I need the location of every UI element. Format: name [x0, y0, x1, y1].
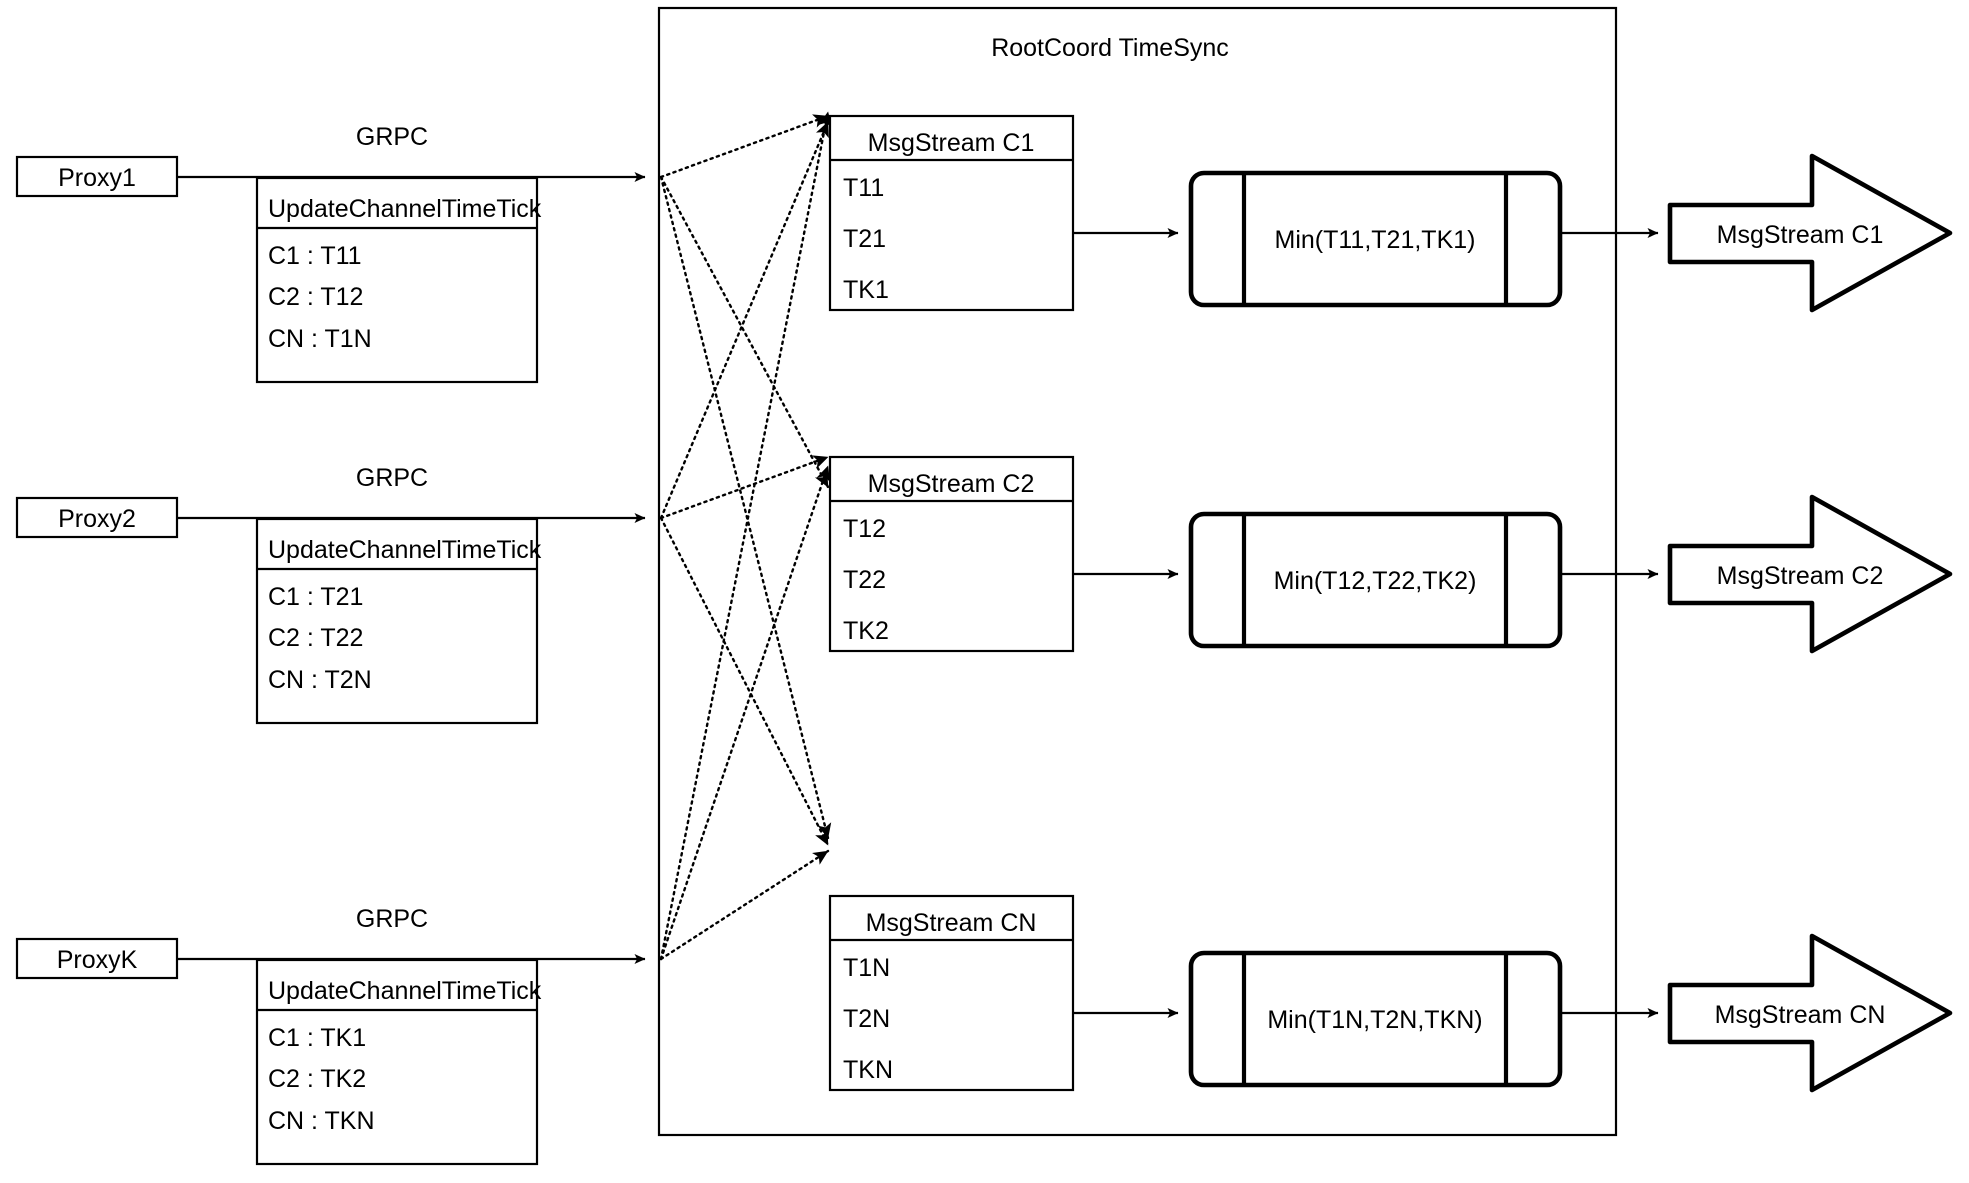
- fan-line-pk-cn: [659, 849, 830, 961]
- proxy-row-2: Proxy2 GRPC UpdateChannelTimeTick C1 : T…: [15, 464, 646, 725]
- msgstream-row-2-2: TK2: [843, 617, 889, 645]
- fan-line-pk-c2: [659, 464, 830, 961]
- msgstream-row-2-0: T12: [843, 515, 886, 543]
- msgstream-row-2-1: T22: [843, 566, 886, 594]
- msgstream-row-3-2: TKN: [843, 1056, 893, 1084]
- output-label-3: MsgStream CN: [1715, 1001, 1886, 1029]
- msgstream-row-1-1: T21: [843, 225, 886, 253]
- msgstream-row-1-0: T11: [843, 174, 884, 202]
- uctt-header-3: UpdateChannelTimeTick: [268, 977, 542, 1005]
- output-label-1: MsgStream C1: [1717, 221, 1884, 249]
- min-process-label-3: Min(T1N,T2N,TKN): [1267, 1006, 1482, 1034]
- msgstream-card-3: MsgStream CN T1N T2N TKN: [828, 894, 1075, 1092]
- proxy-label-1: Proxy1: [58, 164, 136, 192]
- update-channel-timetick-card-2: UpdateChannelTimeTick C1 : T21 C2 : T22 …: [255, 517, 542, 725]
- proxy-row-3: ProxyK GRPC UpdateChannelTimeTick C1 : T…: [15, 905, 646, 1166]
- min-process-label-2: Min(T12,T22,TK2): [1274, 567, 1477, 595]
- uctt-header-2: UpdateChannelTimeTick: [268, 536, 542, 564]
- channel-row-3: MsgStream CN T1N T2N TKN Min(T1N,T2N,TKN…: [828, 894, 1953, 1093]
- min-process-label-1: Min(T11,T21,TK1): [1275, 226, 1476, 254]
- fan-line-p1-cn: [659, 175, 832, 840]
- output-arrow-3: MsgStream CN: [1667, 933, 1953, 1093]
- fan-line-p2-c1: [659, 120, 830, 520]
- grpc-label-3: GRPC: [356, 905, 428, 933]
- grpc-label-1: GRPC: [356, 123, 428, 151]
- uctt-row-1-1: C2 : T12: [268, 283, 363, 311]
- msgstream-row-3-1: T2N: [843, 1005, 890, 1033]
- proxy-row-1: Proxy1 GRPC UpdateChannelTimeTick C1 : T…: [15, 123, 646, 384]
- grpc-label-2: GRPC: [356, 464, 428, 492]
- msgstream-card-2: MsgStream C2 T12 T22 TK2: [828, 455, 1075, 653]
- fan-line-p1-c2: [659, 175, 830, 489]
- uctt-row-2-0: C1 : T21: [268, 583, 363, 611]
- min-process-box-1: Min(T11,T21,TK1): [1188, 170, 1563, 308]
- uctt-row-3-0: C1 : TK1: [268, 1024, 366, 1052]
- channel-row-2: MsgStream C2 T12 T22 TK2 Min(T12,T22,TK2…: [828, 455, 1953, 654]
- fan-line-pk-c1: [659, 110, 833, 961]
- fan-line-p1-c1: [659, 114, 830, 179]
- update-channel-timetick-card-1: UpdateChannelTimeTick C1 : T11 C2 : T12 …: [255, 176, 542, 384]
- uctt-row-1-2: CN : T1N: [268, 325, 372, 353]
- msgstream-header-2: MsgStream C2: [868, 470, 1035, 498]
- timetick-fanout-connections: [659, 110, 833, 961]
- proxy-label-2: Proxy2: [58, 505, 136, 533]
- msgstream-row-1-2: TK1: [843, 276, 889, 304]
- update-channel-timetick-card-3: UpdateChannelTimeTick C1 : TK1 C2 : TK2 …: [255, 958, 542, 1166]
- uctt-row-2-1: C2 : T22: [268, 624, 363, 652]
- msgstream-header-1: MsgStream C1: [868, 129, 1035, 157]
- output-arrow-1: MsgStream C1: [1667, 153, 1953, 313]
- msgstream-header-3: MsgStream CN: [866, 909, 1037, 937]
- msgstream-row-3-0: T1N: [843, 954, 890, 982]
- channel-row-1: MsgStream C1 T11 T21 TK1 Min(T11,T21,TK1…: [828, 114, 1953, 313]
- proxy-box-3[interactable]: ProxyK: [15, 937, 179, 980]
- output-label-2: MsgStream C2: [1717, 562, 1884, 590]
- uctt-row-1-0: C1 : T11: [268, 242, 362, 270]
- fan-line-p2-c2: [659, 455, 830, 520]
- msgstream-card-1: MsgStream C1 T11 T21 TK1: [828, 114, 1075, 312]
- fan-line-p2-cn: [659, 516, 830, 847]
- uctt-row-3-1: C2 : TK2: [268, 1065, 366, 1093]
- uctt-row-3-2: CN : TKN: [268, 1107, 375, 1135]
- output-arrow-2: MsgStream C2: [1667, 494, 1953, 654]
- proxy-label-3: ProxyK: [57, 946, 138, 974]
- uctt-row-2-2: CN : T2N: [268, 666, 372, 694]
- container-title: RootCoord TimeSync: [991, 34, 1229, 62]
- uctt-header-1: UpdateChannelTimeTick: [268, 195, 542, 223]
- min-process-box-3: Min(T1N,T2N,TKN): [1188, 950, 1563, 1088]
- proxy-box-2[interactable]: Proxy2: [15, 496, 179, 539]
- proxy-box-1[interactable]: Proxy1: [15, 155, 179, 198]
- min-process-box-2: Min(T12,T22,TK2): [1188, 511, 1563, 649]
